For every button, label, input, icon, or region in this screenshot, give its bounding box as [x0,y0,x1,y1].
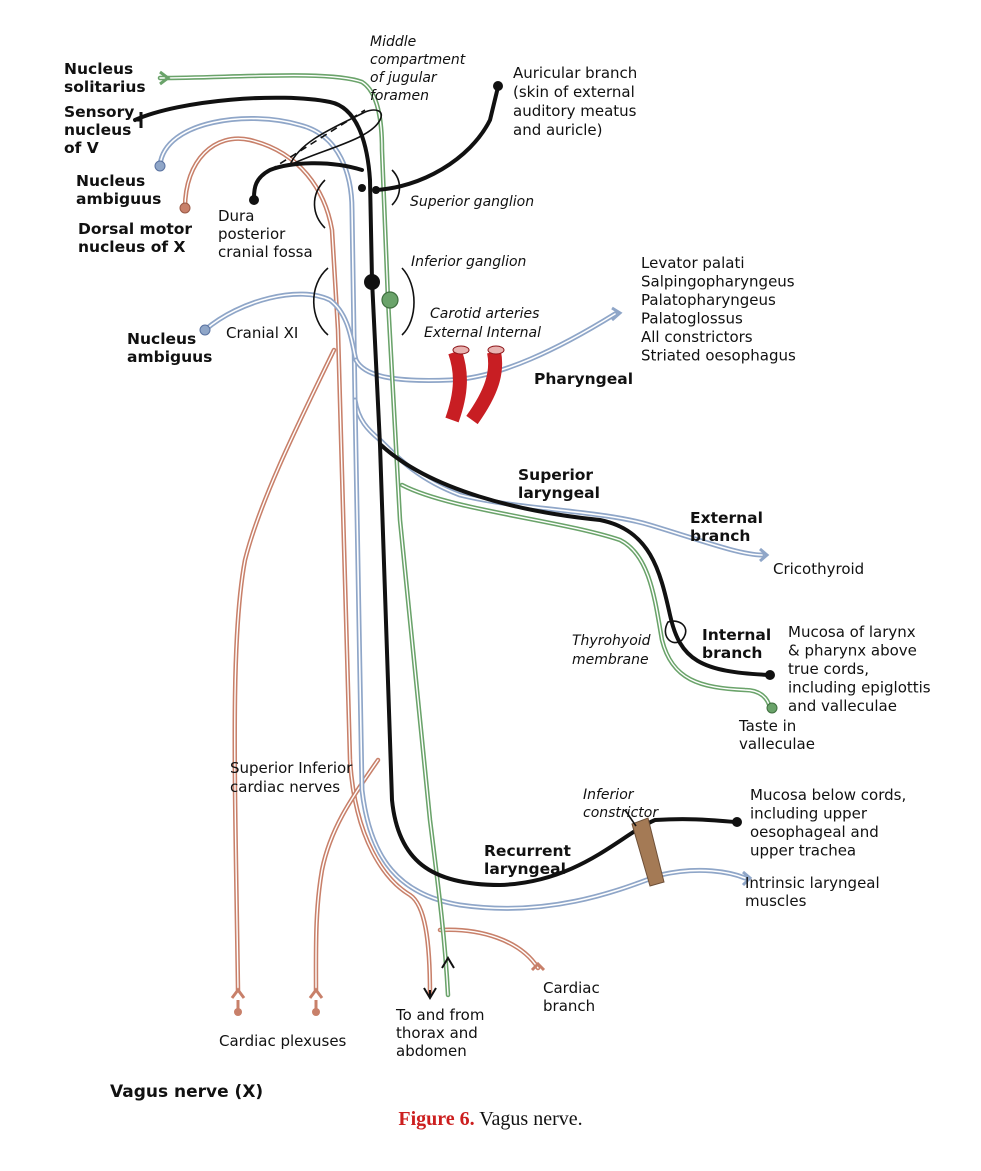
taste-terminal [766,702,778,714]
cardiac-plexuses-label: Cardiac plexuses [219,1032,347,1050]
figure-caption-label: Figure 6. [398,1108,475,1130]
thyrohyoid-membrane-label: Thyrohyoid membrane [572,633,655,668]
dura-label: Dura posterior cranial fossa [218,207,313,261]
intrinsic-fork [741,870,753,887]
inferior-ganglion-label: Inferior ganglion [411,254,526,270]
auricular-nerve [373,85,500,192]
cardiac-branch-fork [530,961,546,972]
inferior-constrictor-leader [624,809,637,827]
ambiguus-terminal-cranial [199,324,211,336]
cardiac-plexus-node-left [234,1008,242,1016]
figure-caption-text: Vagus nerve. [474,1108,583,1130]
internal-branch-label: Internal branch [702,626,777,662]
intrinsic-laryngeal-label: Intrinsic laryngeal muscles [745,874,884,910]
mucosa-larynx-label: Mucosa of larynx & pharynx above true co… [788,623,935,715]
inferior-ganglion-green [381,291,399,309]
pharyngeal-targets-list: Levator palati Salpingopharyngeus Palato… [641,254,799,365]
somatic-nerves [133,85,772,887]
jugular-dashed-line [269,109,366,171]
auricular-terminal [493,81,503,91]
sensory-nucleus-v-label: Sensory nucleus of V [64,103,140,157]
inferior-constrictor-band [631,817,665,887]
cardiac-plexus-node-right [312,1008,320,1016]
sensory-v-tbar [135,112,143,128]
dorsal-motor-nucleus-label: Dorsal motor nucleus of X [78,220,197,256]
diagram-title: Vagus nerve (X) [110,1082,263,1102]
superior-ganglion-dot-1 [358,184,366,192]
mucosa-cords-terminal [732,817,742,827]
nucleus-ambiguus-cranial-label: Nucleus ambiguus [127,330,212,366]
internal-branch-terminal [765,670,775,680]
thyrohyoid-loop [664,620,687,644]
cranial-xi-label: Cranial XI [226,324,298,342]
external-carotid-artery [445,349,467,423]
down-arrow [423,987,437,1000]
cricothyroid-fork [759,547,770,563]
ganglion-markers [288,109,415,336]
external-branch-label: External branch [690,509,768,545]
pharyngeal-fork [611,306,623,322]
parasympathetic-nerves [182,136,541,998]
cardiac-plexus-fork-left [230,987,246,1010]
internal-carotid-end [487,345,505,355]
thorax-abdomen-label: To and from thorax and abdomen [395,1006,489,1060]
solitarius-nerve [157,73,451,998]
ambiguus-terminal-top [154,160,166,172]
carotid-arteries-label: Carotid arteries External Internal [424,306,544,341]
inferior-ganglion-bracket-left [312,267,329,336]
pharyngeal-label: Pharyngeal [534,370,633,388]
superior-laryngeal-nerve [379,443,772,677]
inferior-ganglion-bracket-right [401,267,415,336]
cardiac-plexus-fork-right [308,987,324,1010]
superior-ganglion-bracket-right [391,169,401,206]
taste-valleculae-label: Taste in valleculae [738,717,815,753]
superior-ganglion-bracket-left [313,179,326,229]
jugular-foramen-outline [288,109,383,167]
cardiac-branch-label: Cardiac branch [543,979,604,1015]
dorsal-motor-nerve [182,136,433,998]
solitarius-fork [159,70,171,86]
sensory-nerves [157,73,773,998]
dorsal-motor-terminal [179,202,191,214]
up-arrow [441,956,455,969]
figure-caption: Figure 6. Vagus nerve. [0,1108,981,1131]
inferior-constrictor-label: Inferior constrictor [583,787,659,821]
nucleus-ambiguus-top-label: Nucleus ambiguus [76,172,161,208]
jugular-foramen-label: Middle compartment of jugular foramen [370,34,470,104]
cricothyroid-label: Cricothyroid [773,560,864,578]
auricular-branch-label: Auricular branch (skin of external audit… [513,64,642,139]
superior-ganglion-dot-2 [372,186,380,194]
mucosa-below-cords-label: Mucosa below cords, including upper oeso… [750,786,911,860]
inferior-ganglion-black [364,274,380,290]
carotid-arteries [445,345,505,425]
dura-terminal [249,195,259,205]
external-carotid-end [452,345,470,355]
recurrent-laryngeal-label: Recurrent laryngeal [484,842,576,878]
sensory-v-nerve [133,95,737,887]
internal-carotid-artery [466,350,503,425]
labels: Nucleus solitarius Sensory nucleus of V … [64,34,935,1102]
superior-ganglion-label: Superior ganglion [410,194,534,210]
nucleus-solitarius-label: Nucleus solitarius [64,60,146,96]
terminals [135,70,778,1016]
cardiac-nerves-label: Superior Inferior cardiac nerves [230,759,357,796]
superior-laryngeal-label: Superior laryngeal [518,466,600,502]
